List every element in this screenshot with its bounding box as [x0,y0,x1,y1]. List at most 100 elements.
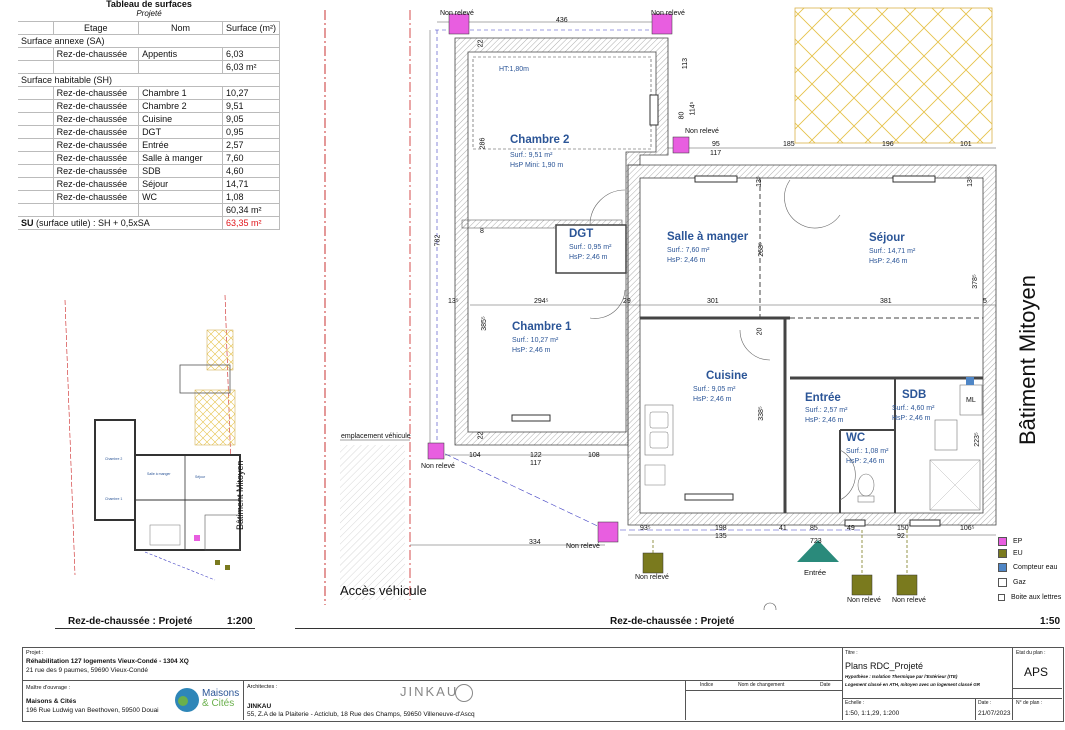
room-hsp: HsP: 2,46 m [846,458,885,465]
mini-eu-marker [215,560,220,565]
cell-surface: 1,08 [221,190,281,204]
door-swing [839,449,856,501]
ml-label: ML [966,397,976,404]
cell-etage: Rez-de-chaussée [52,138,140,152]
room-hsp: HsP: 2,46 m [512,347,551,354]
col-nom-changement: Nom de changement [738,682,785,688]
room-surf: Surf.: 14,71 m² [869,248,916,255]
room-wc-name: WC [846,432,866,444]
cell-nom: SDB [138,164,223,178]
sh-total: 60,34 m² [221,203,281,217]
legend-swatch [998,563,1007,572]
titre: Plans RDC_Projeté [845,661,924,671]
caption-right-title: Rez-de-chaussée : Projeté [610,616,735,627]
table-su-row: SU (surface utile) : SH + 0,5xSA 63,35 m… [18,216,281,230]
legend-item: EU [998,549,1023,558]
table-group-sa: Surface annexe (SA) [18,34,280,48]
cell-surface: 4,60 [221,164,281,178]
dim-13: 13⁵ [755,176,763,187]
dim-268: 268⁵ [757,242,765,257]
caption-left-title: Rez-de-chaussée : Projeté [68,616,193,627]
mini-appentis [179,364,231,394]
mini-boundary-left [64,299,76,576]
sa-total: 6,03 m² [221,60,281,74]
dim-381: 381 [880,298,892,305]
ep-marker [651,13,673,35]
dim-80: 80 [678,111,686,120]
room-hsp: HsP: 2,46 m [693,396,732,403]
emplacement-vehicule-label: emplacement véhicule [341,433,411,440]
dim-334: 334 [529,539,541,546]
legend-item: Gaz [998,578,1026,587]
mini-hatched-area [194,389,236,446]
dim-41: 41 [779,525,787,532]
table-group-sh: Surface habitable (SH) [18,73,280,87]
eu-marker [896,574,918,596]
table-header-row: Etage Nom Surface (m²) [18,21,281,35]
table-row: Rez-de-chaussée Appentis 6,03 [18,47,281,61]
room-surf: Surf.: 9,51 m² [510,152,553,159]
non-releve-label: Non relevé [847,597,881,604]
dim-198: 198 [715,525,727,532]
dim-114: 114⁵ [689,101,697,116]
cell-surface: 6,03 [221,47,281,61]
jinkau-logo: JINKAU [400,684,459,699]
cell-nom: WC [138,190,223,204]
col-indice: Indice [700,682,714,688]
cell-nom: Chambre 2 [138,99,223,113]
dim-29: 29 [623,298,631,305]
cell-surface: 9,51 [221,99,281,113]
echelle: 1:50, 1:1,29, 1:200 [845,710,900,717]
cell-etage: Rez-de-chaussée [52,86,140,100]
door-swing [739,329,771,361]
dim-150: 150 [897,525,909,532]
projet-address: 21 rue des 9 paumes, 59690 Vieux-Condé [26,667,149,674]
col-date: Date [820,682,831,688]
legend-swatch [998,549,1007,558]
cell-surface: 10,27 [221,86,281,100]
cell-nom: Entrée [138,138,223,152]
cell-etage: Rez-de-chaussée [52,112,140,126]
logo-line: & Cités [202,698,235,709]
sa-label: Surface annexe (SA) [18,34,280,48]
cell-etage: Rez-de-chaussée [52,125,140,139]
su-label: SU (surface utile) : SH + 0,5xSA [18,216,223,230]
cell-surface: 7,60 [221,151,281,165]
non-releve-label: Non relevé [651,10,685,17]
room-hsp: HsP: 2,46 m [892,415,931,422]
legend-label: Gaz [1013,579,1026,586]
room-dgt-name: DGT [569,228,594,240]
mini-ep-marker [194,535,200,541]
dim-93: 93⁵ [640,525,651,532]
dim-104: 104 [469,452,481,459]
projet-name: Réhabilitation 127 logements Vieux-Condé… [26,658,189,665]
cell-surface: 0,95 [221,125,281,139]
dim-723: 723 [810,538,822,545]
ep-marker [597,521,619,543]
mini-room-label: Chambre 1 [105,497,122,501]
room-surf: Surf.: 2,57 m² [805,407,848,414]
echelle-label: Echelle : [845,700,865,706]
cell-surface: 2,57 [221,138,281,152]
mini-chambres [94,419,136,521]
jinkau-logo-icon [455,684,473,702]
legend-swatch [998,537,1007,546]
gas-icon [998,578,1007,587]
mailbox-icon [998,594,1005,601]
dim-436: 436 [556,17,568,24]
caption-left-scale: 1:200 [227,616,253,627]
window [844,519,866,527]
architect-address: 55, Z.A de la Plaiterie - Acticlub, 18 R… [247,711,475,718]
site-plan-minimap: Salle à manger Séjour Chambre 2 Chambre … [64,294,245,581]
dim-95: 95 [712,141,720,148]
room-entree-name: Entrée [805,392,841,404]
door-swing [589,189,626,226]
